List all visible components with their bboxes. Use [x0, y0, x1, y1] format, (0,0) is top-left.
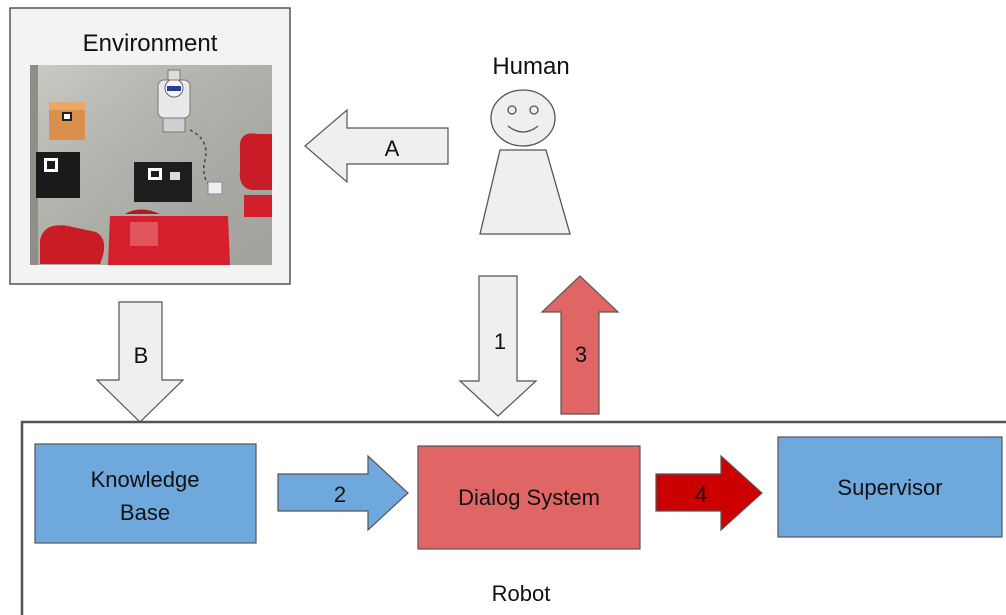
knowledge-base-box: Knowledge Base: [34, 443, 257, 544]
human-head: [490, 89, 556, 147]
arrow-a: A: [304, 108, 449, 184]
knowledge-base-line2: Base: [120, 500, 170, 525]
small-object: [207, 181, 223, 195]
supervisor-box: Supervisor: [777, 436, 1003, 538]
human-eye-right: [529, 105, 539, 115]
knowledge-base-line1: Knowledge: [91, 467, 200, 492]
robot-container: Robot: [20, 420, 1006, 615]
red-sofa-bottom: [108, 209, 230, 265]
arrow-b-label: B: [134, 343, 149, 368]
orange-box: [49, 102, 85, 140]
arrow-1: 1: [458, 275, 538, 417]
robot-figure: [157, 69, 191, 133]
room-wall: [30, 65, 38, 265]
dialog-system-box: Dialog System: [417, 445, 641, 550]
arrow-a-label: A: [385, 136, 400, 161]
human-figure: Human: [479, 53, 571, 235]
arrow-3: 3: [540, 275, 620, 415]
arrow-3-label: 3: [575, 342, 587, 367]
arrow-2-label: 2: [334, 482, 346, 507]
environment-title: Environment: [83, 30, 218, 57]
robot-title: Robot: [492, 581, 551, 606]
arrow-b: B: [95, 301, 185, 423]
arrow-4: 4: [655, 454, 763, 532]
human-eye-left: [507, 105, 517, 115]
dialog-system-label: Dialog System: [458, 485, 600, 510]
arrow-4-label: 4: [695, 482, 707, 507]
black-box-left: [36, 152, 80, 198]
human-title: Human: [492, 53, 569, 80]
arrow-1-label: 1: [494, 329, 506, 354]
supervisor-label: Supervisor: [837, 475, 942, 500]
arrow-2: 2: [277, 454, 409, 532]
environment-panel: Environment: [9, 7, 291, 285]
human-body: [479, 149, 571, 235]
red-sofa-right: [239, 133, 272, 217]
human-smile: [507, 125, 539, 133]
black-table: [134, 162, 192, 202]
red-chair-left: [40, 225, 105, 264]
environment-photo: [30, 65, 272, 265]
